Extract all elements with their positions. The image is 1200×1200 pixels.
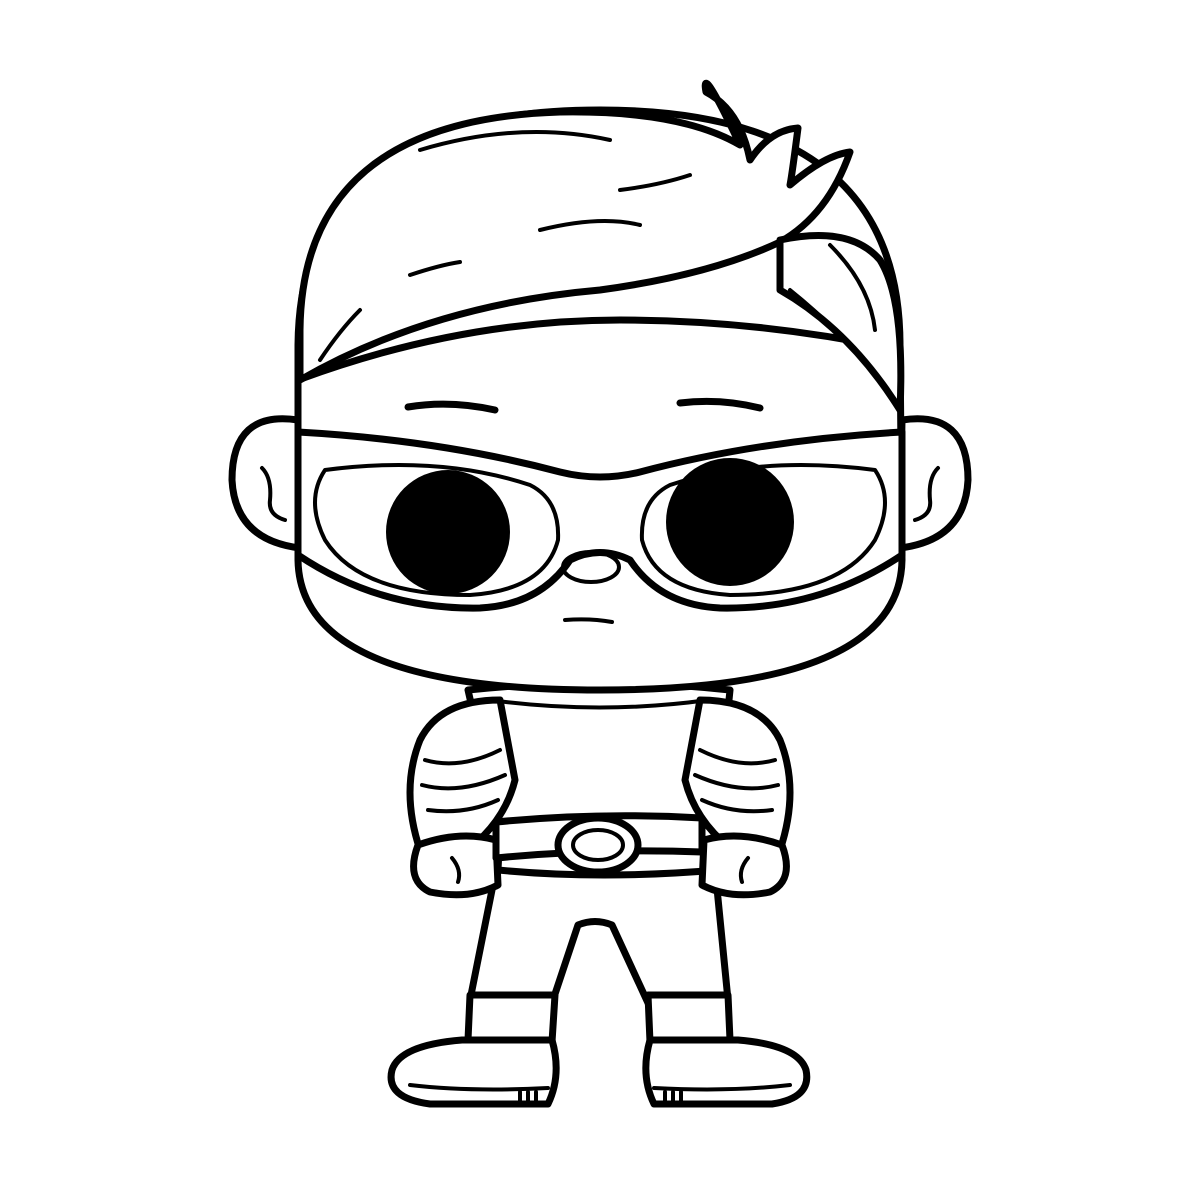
left-arm [406, 696, 519, 899]
mask [294, 428, 906, 612]
right-boot [642, 991, 811, 1108]
left-boot [387, 991, 560, 1108]
left-eye [386, 470, 510, 594]
legs [466, 854, 732, 1007]
nose-mouth [561, 550, 621, 624]
right-arm [681, 696, 794, 899]
mouth [563, 617, 614, 624]
nose [561, 550, 621, 584]
right-ear [896, 415, 972, 552]
belt [492, 812, 706, 876]
left-ear [228, 415, 304, 552]
eyebrows [404, 397, 764, 414]
right-eye [666, 458, 794, 586]
head [228, 79, 972, 694]
